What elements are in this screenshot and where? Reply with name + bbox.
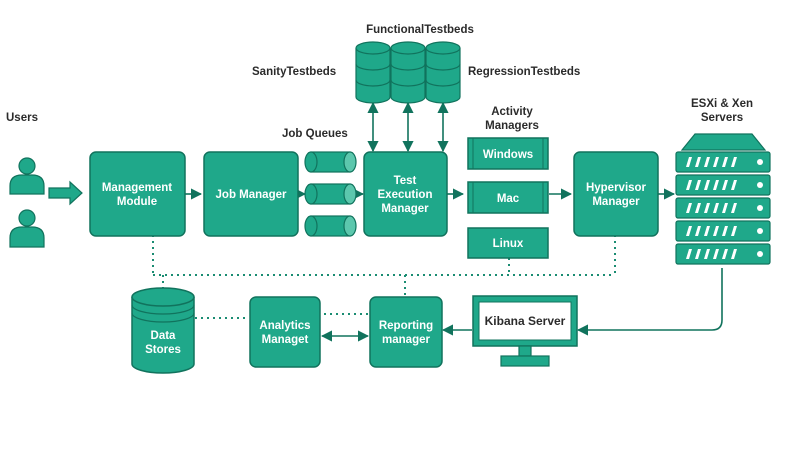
job-queues-group: Job Queues bbox=[282, 128, 357, 237]
user-icon bbox=[9, 157, 45, 195]
windows-node: Windows bbox=[467, 137, 549, 170]
label-line: Execution bbox=[378, 189, 433, 201]
server-unit bbox=[675, 151, 771, 173]
users-arrow bbox=[48, 180, 83, 206]
label-line: Activity bbox=[491, 106, 533, 118]
server-unit bbox=[675, 197, 771, 219]
cylinder-icon bbox=[304, 151, 357, 173]
label-line: Managers bbox=[485, 120, 539, 132]
linux-node: Linux bbox=[467, 227, 549, 259]
label-line: Servers bbox=[701, 112, 743, 124]
server-unit bbox=[675, 220, 771, 242]
arrow-servers-kibana bbox=[576, 268, 723, 336]
label-line: Managet bbox=[262, 334, 309, 346]
functional-testbeds-label: FunctionalTestbeds bbox=[366, 24, 474, 36]
server-rack-icon bbox=[675, 133, 771, 265]
reporting-manager-node: Reporting manager bbox=[369, 296, 443, 368]
mac-label: Mac bbox=[497, 193, 520, 205]
label-line: Kibana Server bbox=[485, 314, 566, 328]
user-icon bbox=[9, 209, 45, 248]
label-line: Windows bbox=[483, 149, 533, 161]
label-line: manager bbox=[382, 334, 430, 346]
label-line: Mac bbox=[497, 193, 520, 205]
label-line: Manager bbox=[381, 203, 429, 215]
cylinder-icon bbox=[304, 183, 357, 205]
linux-label: Linux bbox=[493, 238, 524, 250]
label-line: Analytics bbox=[259, 320, 310, 332]
server-unit bbox=[675, 174, 771, 196]
label-line: Data bbox=[151, 330, 177, 342]
label-line: Linux bbox=[493, 238, 524, 250]
database-icon bbox=[355, 41, 391, 104]
label-line: Stores bbox=[145, 344, 181, 356]
arrows bbox=[185, 101, 723, 342]
testbeds-group: FunctionalTestbeds SanityTestbeds Regres… bbox=[252, 24, 580, 104]
windows-label: Windows bbox=[483, 149, 533, 161]
label-line: Job Manager bbox=[216, 189, 287, 201]
label-line: Module bbox=[117, 196, 157, 208]
reporting-manager-label: Reporting manager bbox=[379, 320, 433, 346]
label-line: Hypervisor bbox=[586, 182, 647, 194]
label-line: Management bbox=[102, 182, 172, 194]
label-line: Manager bbox=[592, 196, 640, 208]
label-line: Reporting bbox=[379, 320, 433, 332]
monitor-icon: Kibana Server bbox=[472, 295, 578, 367]
job-manager-node: Job Manager bbox=[203, 151, 299, 237]
users-label: Users bbox=[6, 112, 38, 124]
sanity-testbeds-label: SanityTestbeds bbox=[252, 66, 336, 78]
mac-node: Mac bbox=[467, 181, 549, 214]
database-icon bbox=[425, 41, 461, 104]
label-line: Test bbox=[394, 175, 417, 187]
dotted-connectors bbox=[152, 235, 616, 319]
cylinder-icon bbox=[304, 215, 357, 237]
server-unit bbox=[675, 243, 771, 265]
regression-testbeds-label: RegressionTestbeds bbox=[468, 66, 580, 78]
job-manager-label: Job Manager bbox=[216, 189, 287, 201]
job-queues-label: Job Queues bbox=[282, 128, 348, 140]
kibana-server-label: Kibana Server bbox=[485, 314, 566, 328]
users-group: Users bbox=[6, 112, 45, 248]
label-line: ESXi & Xen bbox=[691, 98, 753, 110]
database-icon bbox=[390, 41, 426, 104]
